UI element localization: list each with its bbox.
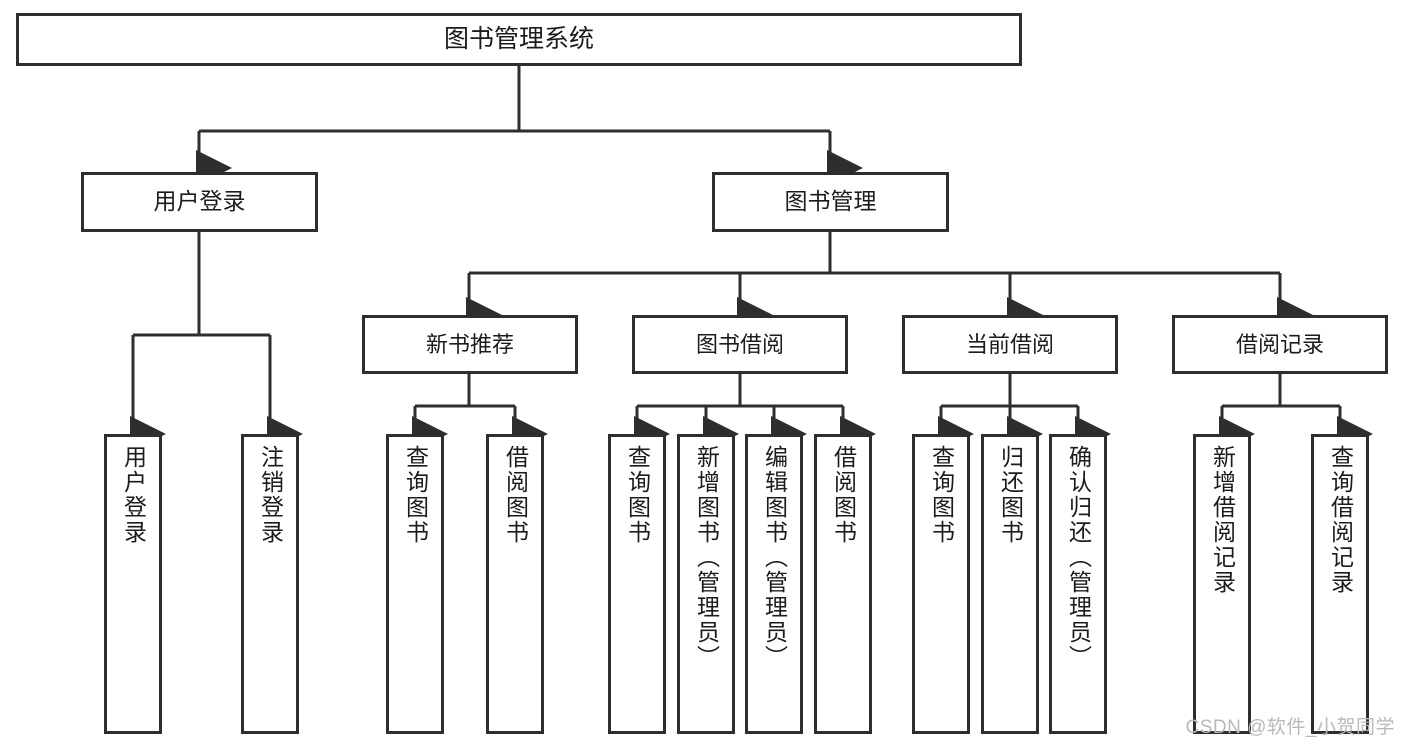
node-leaf-borrow-book-1[interactable]: 借阅图书 bbox=[486, 434, 544, 734]
node-book-borrow-label: 图书借阅 bbox=[695, 331, 784, 357]
node-leaf-query-book-2-label: 查询图书 bbox=[624, 445, 651, 545]
node-leaf-add-record[interactable]: 新增借阅记录 bbox=[1193, 434, 1251, 734]
node-leaf-borrow-book-2[interactable]: 借阅图书 bbox=[814, 434, 872, 734]
node-leaf-user-login[interactable]: 用户登录 bbox=[104, 434, 162, 734]
node-new-book-recommend-label: 新书推荐 bbox=[425, 331, 514, 357]
node-leaf-add-record-label: 新增借阅记录 bbox=[1209, 445, 1236, 595]
node-root[interactable]: 图书管理系统 bbox=[16, 13, 1022, 66]
node-leaf-add-book-label: 新增图书（管理员） bbox=[693, 445, 720, 670]
node-borrow-record-label: 借阅记录 bbox=[1235, 331, 1324, 357]
node-leaf-borrow-book-1-label: 借阅图书 bbox=[502, 445, 529, 545]
node-leaf-logout-login-label: 注销登录 bbox=[257, 445, 284, 545]
node-leaf-return-book-label: 归还图书 bbox=[997, 445, 1024, 545]
node-leaf-logout-login[interactable]: 注销登录 bbox=[241, 434, 299, 734]
node-leaf-query-book-3-label: 查询图书 bbox=[928, 445, 955, 545]
node-leaf-confirm-return-label: 确认归还（管理员） bbox=[1065, 445, 1092, 670]
node-book-manage-label: 图书管理 bbox=[784, 188, 877, 215]
node-book-borrow[interactable]: 图书借阅 bbox=[632, 315, 848, 374]
node-current-borrow-label: 当前借阅 bbox=[965, 331, 1054, 357]
node-borrow-record[interactable]: 借阅记录 bbox=[1172, 315, 1388, 374]
node-leaf-query-record-label: 查询借阅记录 bbox=[1327, 445, 1354, 595]
node-new-book-recommend[interactable]: 新书推荐 bbox=[362, 315, 578, 374]
node-leaf-add-book[interactable]: 新增图书（管理员） bbox=[677, 434, 735, 734]
node-book-manage[interactable]: 图书管理 bbox=[712, 172, 949, 232]
node-user-login-label: 用户登录 bbox=[153, 188, 246, 215]
node-leaf-edit-book-label: 编辑图书（管理员） bbox=[761, 445, 788, 670]
node-leaf-return-book[interactable]: 归还图书 bbox=[981, 434, 1039, 734]
node-leaf-query-book-2[interactable]: 查询图书 bbox=[608, 434, 666, 734]
node-leaf-user-login-label: 用户登录 bbox=[120, 445, 147, 545]
node-leaf-borrow-book-2-label: 借阅图书 bbox=[830, 445, 857, 545]
node-user-login[interactable]: 用户登录 bbox=[81, 172, 318, 232]
node-leaf-edit-book[interactable]: 编辑图书（管理员） bbox=[745, 434, 803, 734]
node-leaf-query-book-1-label: 查询图书 bbox=[402, 445, 429, 545]
node-leaf-query-record[interactable]: 查询借阅记录 bbox=[1311, 434, 1369, 734]
node-leaf-query-book-3[interactable]: 查询图书 bbox=[912, 434, 970, 734]
node-current-borrow[interactable]: 当前借阅 bbox=[902, 315, 1118, 374]
node-leaf-confirm-return[interactable]: 确认归还（管理员） bbox=[1049, 434, 1107, 734]
node-root-label: 图书管理系统 bbox=[443, 24, 594, 53]
node-leaf-query-book-1[interactable]: 查询图书 bbox=[386, 434, 444, 734]
